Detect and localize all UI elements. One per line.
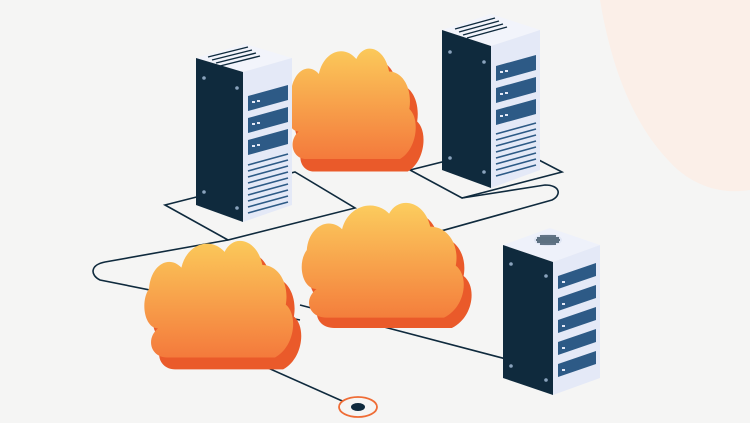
server-tower-bottom-right bbox=[503, 228, 600, 395]
cloud-back bbox=[286, 48, 424, 172]
link-right bbox=[329, 184, 559, 263]
cloud-front bbox=[144, 240, 302, 370]
background-blob bbox=[600, 0, 750, 192]
cloud-middle bbox=[301, 202, 472, 328]
network-endpoint bbox=[338, 396, 378, 418]
link-left bbox=[92, 239, 301, 321]
server-tower-left bbox=[196, 44, 292, 222]
server-tower-top-right bbox=[442, 14, 540, 188]
